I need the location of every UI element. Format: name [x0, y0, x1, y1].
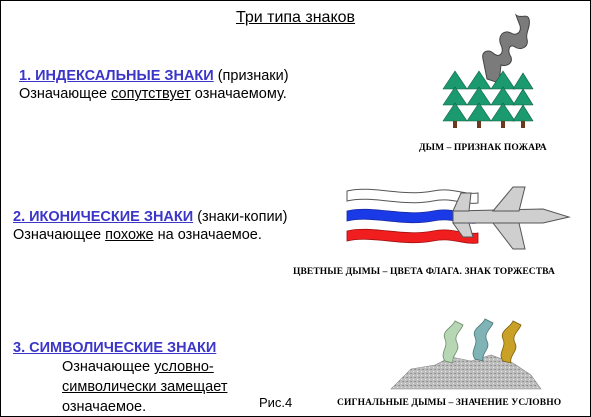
body-key-word: похоже	[105, 227, 154, 243]
section-paren: (признаки)	[213, 68, 289, 84]
body-text: на означаемое.	[153, 227, 262, 243]
caption-indexical: ДЫМ – ПРИЗНАК ПОЖАРА	[419, 143, 547, 153]
yellow-smoke-icon	[500, 320, 522, 364]
section-heading: 2. ИКОНИЧЕСКИЕ ЗНАКИ	[13, 209, 194, 225]
section-iconic: 2. ИКОНИЧЕСКИЕ ЗНАКИ (знаки-копии) Означ…	[13, 208, 287, 244]
section-symbolic: 3. СИМВОЛИЧЕСКИЕ ЗНАКИ	[13, 339, 216, 357]
body-text: Означающее	[19, 86, 112, 102]
signal-smoke-illustration	[390, 318, 542, 390]
page-title: Три типа знаков	[235, 9, 356, 26]
section-paren: (знаки-копии)	[193, 209, 288, 225]
trees-icon	[442, 70, 534, 122]
forest-fire-illustration	[442, 13, 534, 128]
body-text: означаемому.	[190, 86, 287, 102]
figure-label: Рис.4	[259, 395, 293, 410]
section-body: Означающее сопутствует означаемому.	[19, 85, 289, 103]
section-heading-line: 1. ИНДЕКСАЛЬНЫЕ ЗНАКИ (признаки)	[19, 67, 289, 85]
section-indexical: 1. ИНДЕКСАЛЬНЫЕ ЗНАКИ (признаки) Означаю…	[19, 67, 289, 103]
body-text: Означающее	[13, 227, 106, 243]
section-heading: 1. ИНДЕКСАЛЬНЫЕ ЗНАКИ	[19, 68, 214, 84]
hill-icon	[390, 354, 542, 390]
jet-icon	[452, 186, 571, 250]
section-body: Означающее похоже на означаемое.	[13, 226, 287, 244]
body-key-word: условно-	[154, 359, 214, 375]
jet-flag-smoke-illustration	[346, 186, 571, 250]
section-body: Означающее условно- символически замещае…	[62, 357, 228, 416]
section-heading-line: 2. ИКОНИЧЕСКИЕ ЗНАКИ (знаки-копии)	[13, 208, 287, 226]
body-text: означаемое.	[62, 399, 147, 415]
body-key-word: символически замещает	[62, 379, 228, 395]
teal-smoke-icon	[472, 318, 494, 362]
white-smoke-trail	[346, 188, 479, 204]
caption-symbolic: СИГНАЛЬНЫЕ ДЫМЫ – ЗНАЧЕНИЕ УСЛОВНО	[337, 398, 562, 408]
caption-iconic: ЦВЕТНЫЕ ДЫМЫ – ЦВЕТА ФЛАГА. ЗНАК ТОРЖЕСТ…	[293, 267, 555, 277]
body-text: Означающее	[62, 359, 155, 375]
red-smoke-trail	[346, 228, 479, 244]
body-key-word: сопутствует	[111, 86, 191, 102]
section-heading: 3. СИМВОЛИЧЕСКИЕ ЗНАКИ	[13, 340, 217, 356]
smoke-plume-icon	[482, 13, 530, 84]
green-smoke-icon	[442, 320, 464, 364]
